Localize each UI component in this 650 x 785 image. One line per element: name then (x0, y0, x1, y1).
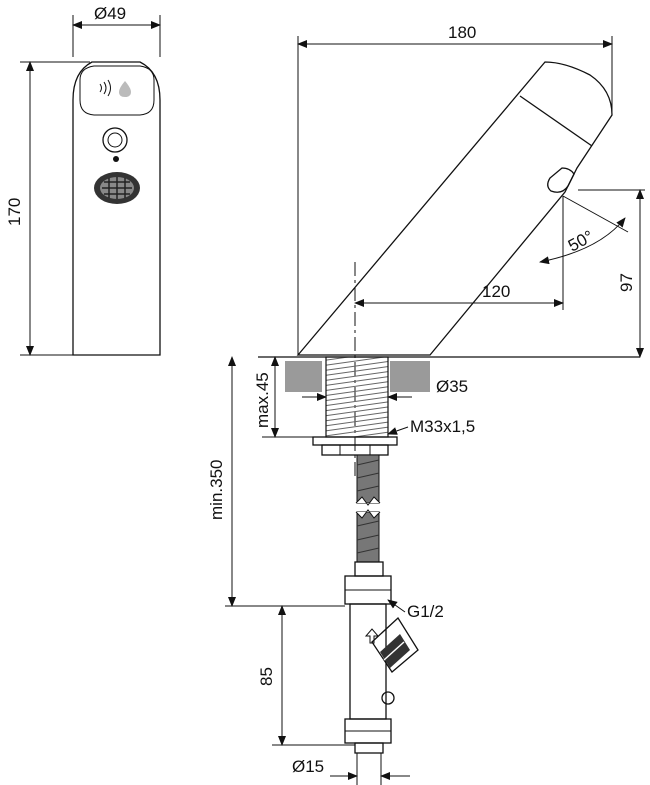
dim-arc-angle-50 (539, 217, 626, 265)
front-button (102, 127, 128, 153)
sensor-window (79, 65, 155, 116)
dim-dia-15: Ø15 (292, 757, 324, 776)
spout-body (296, 61, 613, 356)
dim-min-350: min.350 (207, 460, 226, 520)
sensor-wave-icon (99, 79, 111, 97)
front-body-outline (72, 61, 161, 356)
filter-housing (371, 616, 419, 673)
threaded-shank (325, 356, 389, 438)
dim-max-45: max.45 (253, 372, 272, 428)
dim-length-120: 120 (482, 282, 510, 301)
dim-height-97: 97 (617, 273, 636, 292)
aerator (94, 172, 140, 204)
dim-thread-g12: G1/2 (407, 602, 444, 621)
counter-top-left (285, 361, 322, 392)
dim-angle-50: 50° (565, 227, 597, 256)
valve-body (349, 603, 387, 720)
side-view: 180 120 50° 97 max.45 Ø35 M33x1,5 min.35… (207, 23, 645, 785)
dim-height-170: 170 (5, 198, 24, 226)
dim-thread-m33: M33x1,5 (410, 417, 475, 436)
front-view: Ø49 170 (5, 4, 161, 356)
counter-top-right (390, 361, 430, 392)
dim-dia-35: Ø35 (436, 377, 468, 396)
flow-arrow-icon (364, 628, 380, 644)
dim-height-85: 85 (257, 667, 276, 686)
indicator-dot (113, 156, 119, 162)
dim-length-180: 180 (448, 23, 476, 42)
water-drop-icon (119, 81, 131, 97)
dim-width-49: Ø49 (94, 4, 126, 23)
spout-outlet (547, 167, 575, 193)
valve-screw (381, 691, 395, 705)
leader-m33 (387, 426, 409, 435)
leader-g12 (387, 599, 406, 613)
